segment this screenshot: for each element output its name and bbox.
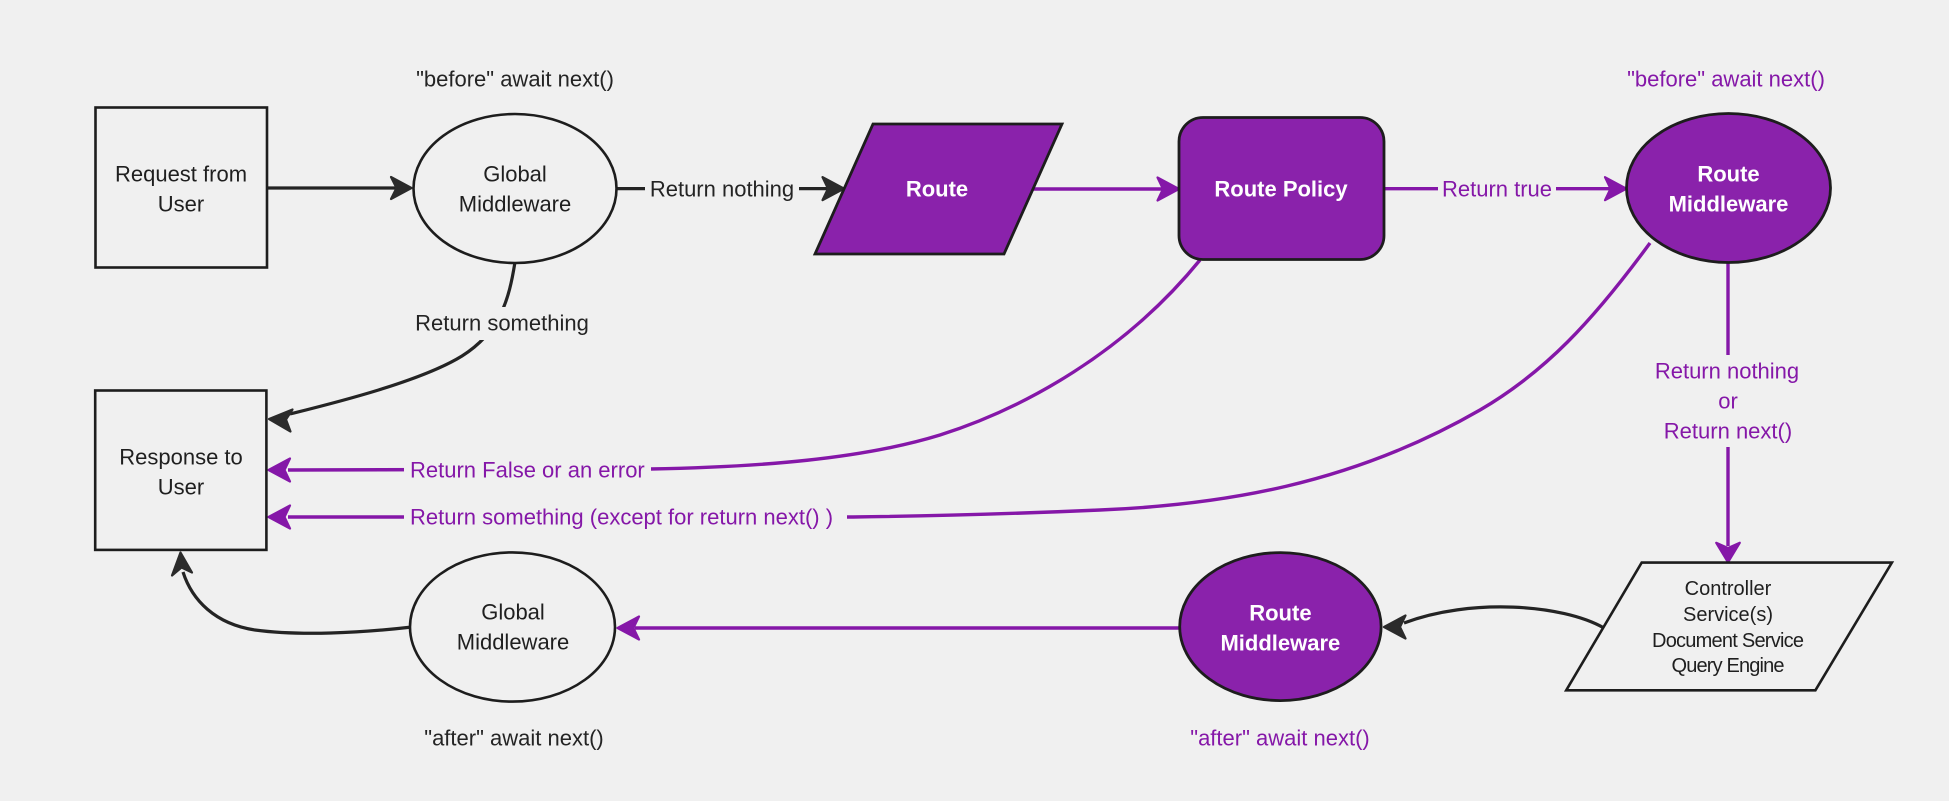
svg-text:Middleware: Middleware: [459, 192, 572, 217]
svg-text:Response to: Response to: [119, 445, 243, 470]
svg-text:Document Service: Document Service: [1652, 630, 1804, 652]
svg-text:"before" await next(): "before" await next(): [416, 67, 614, 92]
svg-text:Return nothing: Return nothing: [1655, 359, 1799, 384]
svg-text:Return next(): Return next(): [1664, 419, 1792, 444]
svg-text:Route: Route: [906, 177, 968, 202]
svg-text:Return something: Return something: [415, 311, 589, 336]
svg-text:or: or: [1718, 389, 1738, 414]
svg-text:Global: Global: [481, 600, 545, 625]
svg-text:Route Policy: Route Policy: [1214, 177, 1348, 202]
svg-text:Route: Route: [1697, 162, 1759, 187]
svg-text:User: User: [158, 475, 204, 500]
svg-text:Global: Global: [483, 162, 547, 187]
svg-text:Route: Route: [1249, 601, 1311, 626]
svg-text:"after" await next(): "after" await next(): [1190, 726, 1369, 751]
svg-text:Controller: Controller: [1685, 578, 1772, 600]
svg-text:Return something (except for r: Return something (except for return next…: [410, 505, 833, 530]
svg-text:Return true: Return true: [1442, 177, 1552, 202]
svg-text:"after" await next(): "after" await next(): [424, 726, 603, 751]
svg-text:Request from: Request from: [115, 162, 247, 187]
svg-text:Middleware: Middleware: [1669, 192, 1789, 217]
svg-text:Query Engine: Query Engine: [1672, 655, 1785, 677]
svg-text:Return nothing: Return nothing: [650, 177, 794, 202]
svg-text:Service(s): Service(s): [1683, 604, 1773, 626]
svg-text:Return False or an error: Return False or an error: [410, 458, 645, 483]
svg-text:Middleware: Middleware: [1220, 631, 1340, 656]
svg-text:"before" await next(): "before" await next(): [1627, 67, 1825, 92]
svg-text:Middleware: Middleware: [457, 630, 570, 655]
svg-text:User: User: [158, 192, 204, 217]
